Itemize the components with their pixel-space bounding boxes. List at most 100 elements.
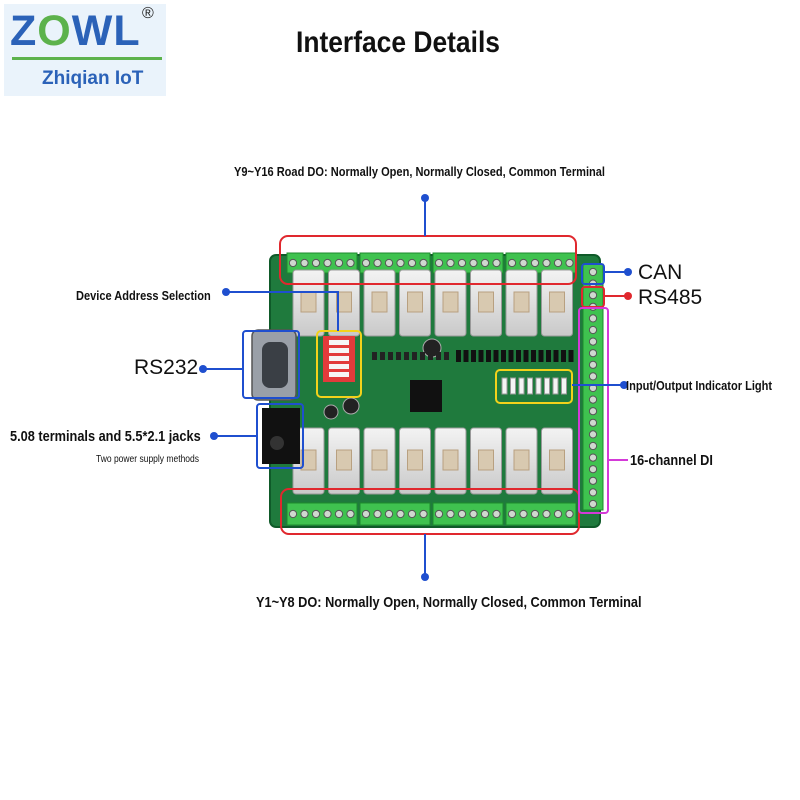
power-sub-label: Two power supply methods bbox=[96, 454, 199, 465]
optocoupler bbox=[463, 350, 469, 362]
relay-coil bbox=[407, 449, 423, 471]
terminal-screw bbox=[588, 325, 598, 335]
terminal-screw bbox=[346, 509, 355, 519]
di-terminal-strip bbox=[582, 263, 604, 511]
optocoupler bbox=[471, 350, 476, 362]
optocoupler bbox=[486, 350, 491, 362]
page-title: Interface Details bbox=[296, 26, 500, 59]
optocoupler bbox=[493, 350, 499, 362]
terminal-screw bbox=[346, 258, 355, 268]
terminal-screw bbox=[588, 488, 598, 497]
terminal-screw bbox=[311, 509, 321, 519]
terminal-screw bbox=[507, 258, 517, 268]
di-label: 16-channel DI bbox=[630, 452, 713, 469]
resistor bbox=[444, 352, 449, 360]
capacitor bbox=[323, 404, 339, 420]
terminal-screw bbox=[396, 509, 405, 519]
relay-coil bbox=[371, 449, 388, 471]
terminal-screw bbox=[334, 258, 344, 268]
indicator-led bbox=[535, 377, 542, 395]
dip-toggle bbox=[329, 372, 349, 377]
relay-coil bbox=[300, 449, 317, 471]
terminal-screw bbox=[480, 258, 490, 268]
power-label: 5.08 terminals and 5.5*2.1 jacks bbox=[10, 428, 201, 445]
terminal-screw bbox=[288, 509, 298, 519]
terminal-screw bbox=[588, 465, 598, 474]
relay-coil bbox=[478, 449, 494, 471]
relay-coil bbox=[442, 291, 459, 313]
optocoupler bbox=[478, 350, 484, 362]
terminal-screw bbox=[565, 258, 574, 268]
indicator-led bbox=[518, 377, 525, 395]
terminal-screw bbox=[434, 258, 444, 268]
registered-mark: ® bbox=[142, 5, 154, 22]
optocoupler bbox=[523, 350, 529, 362]
mcu-chip bbox=[410, 380, 442, 412]
relay-coil bbox=[300, 291, 317, 313]
terminal-screw bbox=[492, 258, 501, 268]
terminal-screw bbox=[588, 337, 598, 346]
terminal-screw bbox=[588, 291, 598, 300]
terminal-screw bbox=[588, 453, 598, 462]
terminal-screw bbox=[588, 395, 598, 404]
indicator-led bbox=[510, 377, 516, 395]
rs485-label: RS485 bbox=[638, 286, 703, 309]
terminal-screw bbox=[469, 509, 478, 519]
terminal-screw bbox=[588, 441, 598, 451]
dip-toggle bbox=[329, 356, 349, 361]
terminal-screw bbox=[373, 509, 382, 519]
terminal-screw bbox=[300, 509, 309, 519]
terminal-screw bbox=[588, 407, 598, 416]
optocoupler bbox=[568, 350, 574, 362]
terminal-screw bbox=[311, 258, 321, 268]
optocoupler bbox=[546, 350, 551, 362]
resistor bbox=[380, 352, 385, 360]
terminal-screw bbox=[396, 258, 405, 268]
terminal-screw bbox=[507, 509, 517, 519]
logo-background bbox=[4, 4, 166, 96]
dip-toggle bbox=[329, 348, 349, 353]
optocoupler bbox=[456, 350, 461, 362]
terminal-screw bbox=[588, 349, 598, 358]
terminal-screw bbox=[588, 360, 598, 369]
bottom-terminal-strip bbox=[286, 502, 577, 526]
can-label: CAN bbox=[638, 261, 683, 284]
terminal-screw bbox=[300, 258, 309, 268]
terminal-screw bbox=[288, 258, 298, 268]
terminal-screw bbox=[407, 509, 417, 519]
top-do-highlight bbox=[279, 235, 577, 285]
dip-toggle bbox=[329, 340, 349, 345]
indicator-highlight bbox=[495, 369, 573, 404]
relay-coil bbox=[549, 449, 565, 471]
indicator-led bbox=[552, 377, 559, 395]
rs232-label: RS232 bbox=[134, 356, 199, 379]
resistor bbox=[420, 352, 425, 360]
terminal-screw bbox=[334, 509, 344, 519]
rs232-highlight bbox=[242, 330, 300, 399]
optocoupler bbox=[553, 350, 559, 362]
terminal-screw bbox=[519, 509, 528, 519]
dip-toggle bbox=[329, 364, 349, 369]
terminal-screw bbox=[407, 258, 417, 268]
optocoupler bbox=[501, 350, 506, 362]
capacitor bbox=[342, 397, 360, 415]
terminal-screw bbox=[530, 509, 540, 519]
terminal-screw bbox=[457, 509, 467, 519]
terminal-screw bbox=[446, 258, 455, 268]
terminal-screw bbox=[384, 509, 394, 519]
bottom-do-label: Y1~Y8 DO: Normally Open, Normally Closed… bbox=[256, 594, 642, 611]
terminal-block bbox=[432, 502, 504, 526]
relay-coil bbox=[478, 291, 494, 313]
terminal-screw bbox=[553, 258, 563, 268]
relay-coil bbox=[336, 449, 352, 471]
terminal-screw bbox=[542, 258, 551, 268]
terminal-screw bbox=[480, 509, 490, 519]
relays-bottom bbox=[292, 427, 573, 495]
terminal-screw bbox=[373, 258, 382, 268]
terminal-screw bbox=[492, 509, 501, 519]
top-do-label: Y9~Y16 Road DO: Normally Open, Normally … bbox=[234, 164, 605, 179]
terminal-screw bbox=[565, 509, 574, 519]
logo-subtitle: Zhiqian IoT bbox=[42, 68, 144, 89]
terminal-screw bbox=[588, 418, 598, 427]
